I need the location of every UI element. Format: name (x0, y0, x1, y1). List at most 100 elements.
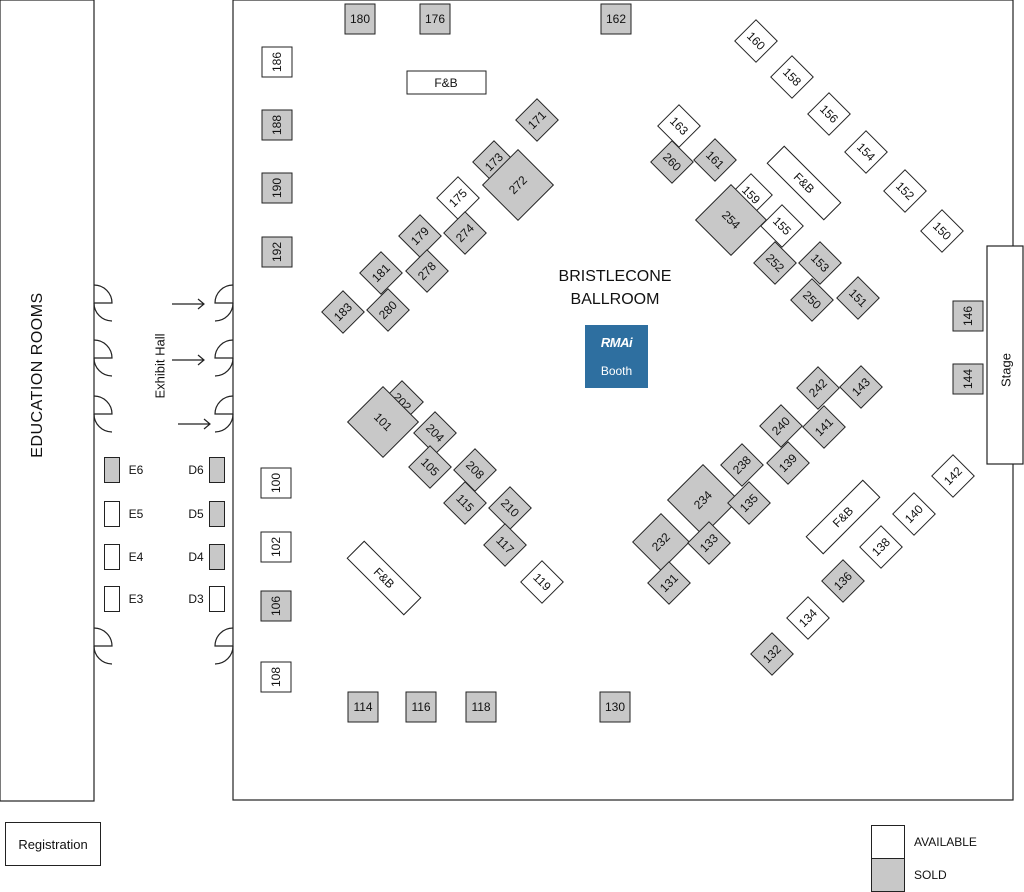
booth-shape[interactable] (483, 523, 527, 567)
booth-shape[interactable] (796, 366, 840, 410)
booth-shape[interactable] (413, 411, 457, 455)
booth-shape[interactable] (261, 172, 293, 204)
booth-shape[interactable] (666, 463, 740, 537)
booth-shape[interactable] (366, 288, 410, 332)
booth-163[interactable]: 163 (657, 104, 701, 148)
booth-shape[interactable] (104, 544, 120, 570)
booth-shape[interactable] (790, 278, 834, 322)
booth-shape[interactable] (760, 204, 804, 248)
booth-150[interactable]: 150 (920, 209, 964, 253)
booth-shape[interactable] (839, 365, 883, 409)
booth-204[interactable]: 204 (413, 411, 457, 455)
booth-133[interactable]: 133 (687, 521, 731, 565)
booth-280[interactable]: 280 (366, 288, 410, 332)
booth-shape[interactable] (750, 632, 794, 676)
booth-161[interactable]: 161 (693, 138, 737, 182)
booth-117[interactable]: 117 (483, 523, 527, 567)
booth-252[interactable]: 252 (753, 241, 797, 285)
booth-180[interactable]: 180 (344, 3, 376, 35)
booth-shape[interactable] (209, 501, 225, 527)
booth-shape[interactable] (419, 3, 451, 35)
booth-shape[interactable] (859, 525, 903, 569)
booth-shape[interactable] (766, 441, 810, 485)
booth-143[interactable]: 143 (839, 365, 883, 409)
rma-booth[interactable]: RMAi Booth (585, 325, 648, 388)
booth-shape[interactable] (599, 691, 631, 723)
booth-100[interactable]: 100 (260, 467, 292, 499)
booth-250[interactable]: 250 (790, 278, 834, 322)
booth-shape[interactable] (465, 691, 497, 723)
booth-136[interactable]: 136 (821, 559, 865, 603)
booth-shape[interactable] (104, 586, 120, 612)
booth-210[interactable]: 210 (488, 486, 532, 530)
booth-shape[interactable] (260, 467, 292, 499)
booth-shape[interactable] (405, 691, 437, 723)
booth-146[interactable]: 146 (952, 300, 984, 332)
booth-179[interactable]: 179 (398, 214, 442, 258)
booth-272[interactable]: 272 (481, 148, 555, 222)
booth-shape[interactable] (481, 148, 555, 222)
booth-shape[interactable] (770, 55, 814, 99)
booth-shape[interactable] (515, 98, 559, 142)
booth-shape[interactable] (786, 596, 830, 640)
booth-142[interactable]: 142 (931, 454, 975, 498)
booth-119[interactable]: 119 (520, 560, 564, 604)
booth-shape[interactable] (720, 443, 764, 487)
booth-shape[interactable] (346, 385, 420, 459)
booth-D6[interactable]: D6 (188, 457, 225, 483)
booth-shape[interactable] (260, 661, 292, 693)
booth-108[interactable]: 108 (260, 661, 292, 693)
booth-160[interactable]: 160 (734, 19, 778, 63)
booth-175[interactable]: 175 (436, 176, 480, 220)
booth-shape[interactable] (883, 169, 927, 213)
booth-shape[interactable] (920, 209, 964, 253)
booth-shape[interactable] (261, 236, 293, 268)
booth-shape[interactable] (261, 46, 293, 78)
booth-181[interactable]: 181 (359, 251, 403, 295)
booth-shape[interactable] (727, 481, 771, 525)
booth-shape[interactable] (802, 405, 846, 449)
booth-shape[interactable] (952, 363, 984, 395)
booth-132[interactable]: 132 (750, 632, 794, 676)
booth-E6[interactable]: E6 (104, 457, 144, 483)
booth-254[interactable]: 254 (694, 183, 768, 257)
booth-101[interactable]: 101 (346, 385, 420, 459)
booth-151[interactable]: 151 (836, 276, 880, 320)
booth-D5[interactable]: D5 (188, 501, 225, 527)
booth-E5[interactable]: E5 (104, 501, 144, 527)
booth-shape[interactable] (321, 290, 365, 334)
booth-shape[interactable] (453, 448, 497, 492)
booth-138[interactable]: 138 (859, 525, 903, 569)
booth-238[interactable]: 238 (720, 443, 764, 487)
booth-153[interactable]: 153 (798, 241, 842, 285)
booth-shape[interactable] (104, 457, 120, 483)
booth-134[interactable]: 134 (786, 596, 830, 640)
booth-shape[interactable] (209, 457, 225, 483)
booth-242[interactable]: 242 (796, 366, 840, 410)
booth-shape[interactable] (632, 513, 690, 571)
booth-shape[interactable] (488, 486, 532, 530)
booth-D4[interactable]: D4 (188, 544, 225, 570)
booth-shape[interactable] (844, 130, 888, 174)
booth-114[interactable]: 114 (347, 691, 379, 723)
booth-shape[interactable] (104, 501, 120, 527)
booth-shape[interactable] (398, 214, 442, 258)
booth-shape[interactable] (734, 19, 778, 63)
booth-shape[interactable] (347, 691, 379, 723)
booth-171[interactable]: 171 (515, 98, 559, 142)
booth-shape[interactable] (647, 561, 691, 605)
booth-shape[interactable] (443, 211, 487, 255)
booth-shape[interactable] (694, 183, 768, 257)
booth-162[interactable]: 162 (600, 3, 632, 35)
booth-208[interactable]: 208 (453, 448, 497, 492)
booth-152[interactable]: 152 (883, 169, 927, 213)
booth-156[interactable]: 156 (807, 92, 851, 136)
booth-130[interactable]: 130 (599, 691, 631, 723)
booth-105[interactable]: 105 (408, 445, 452, 489)
booth-176[interactable]: 176 (419, 3, 451, 35)
booth-E4[interactable]: E4 (104, 544, 144, 570)
booth-192[interactable]: 192 (261, 236, 293, 268)
booth-shape[interactable] (821, 559, 865, 603)
booth-141[interactable]: 141 (802, 405, 846, 449)
booth-shape[interactable] (650, 140, 694, 184)
